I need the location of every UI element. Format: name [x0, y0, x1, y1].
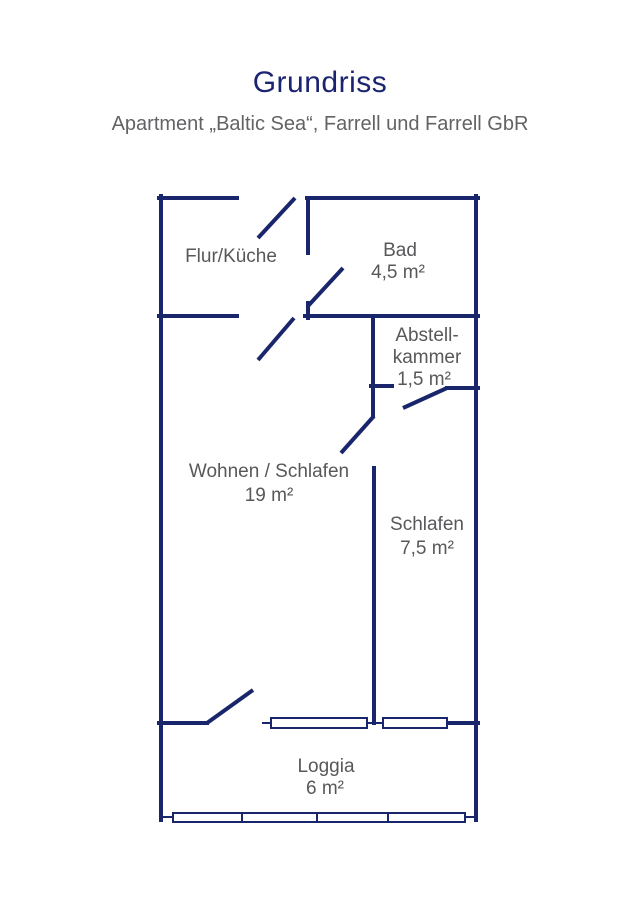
page-subtitle: Apartment „Baltic Sea“, Farrell und Farr… — [111, 113, 529, 135]
room-area-abstellkammer: 1,5 m² — [397, 369, 451, 390]
abstellkammer-door-leaf — [402, 386, 448, 410]
room-label-flur-kueche: Flur/Küche — [185, 246, 277, 267]
room-area-loggia: 6 m² — [306, 778, 344, 799]
room-label-schlafen: Schlafen — [390, 514, 464, 535]
room-area-wohnen-schlafen: 19 m² — [245, 485, 294, 506]
loggia-door-leaf — [205, 688, 255, 725]
window-wohnen-loggia — [270, 717, 368, 729]
room-label-loggia: Loggia — [297, 756, 354, 777]
page-title: Grundriss — [252, 66, 388, 99]
bad-door-leaf — [306, 266, 345, 308]
room-area-bad: 4,5 m² — [371, 262, 425, 283]
room-label-bad: Bad — [383, 240, 417, 261]
loggia-glazing-band — [172, 812, 466, 823]
wohnen-entry-door-leaf — [256, 316, 296, 362]
room-label-abstellkammer-line1: Abstell- — [395, 325, 458, 346]
room-label-wohnen-schlafen: Wohnen / Schlafen — [189, 461, 349, 482]
room-area-schlafen: 7,5 m² — [400, 538, 454, 559]
room-label-abstellkammer-line2: kammer — [393, 347, 462, 368]
window-schlafen-loggia — [382, 717, 448, 729]
schlafen-door-leaf — [339, 414, 376, 455]
entrance-door-leaf — [256, 196, 297, 240]
